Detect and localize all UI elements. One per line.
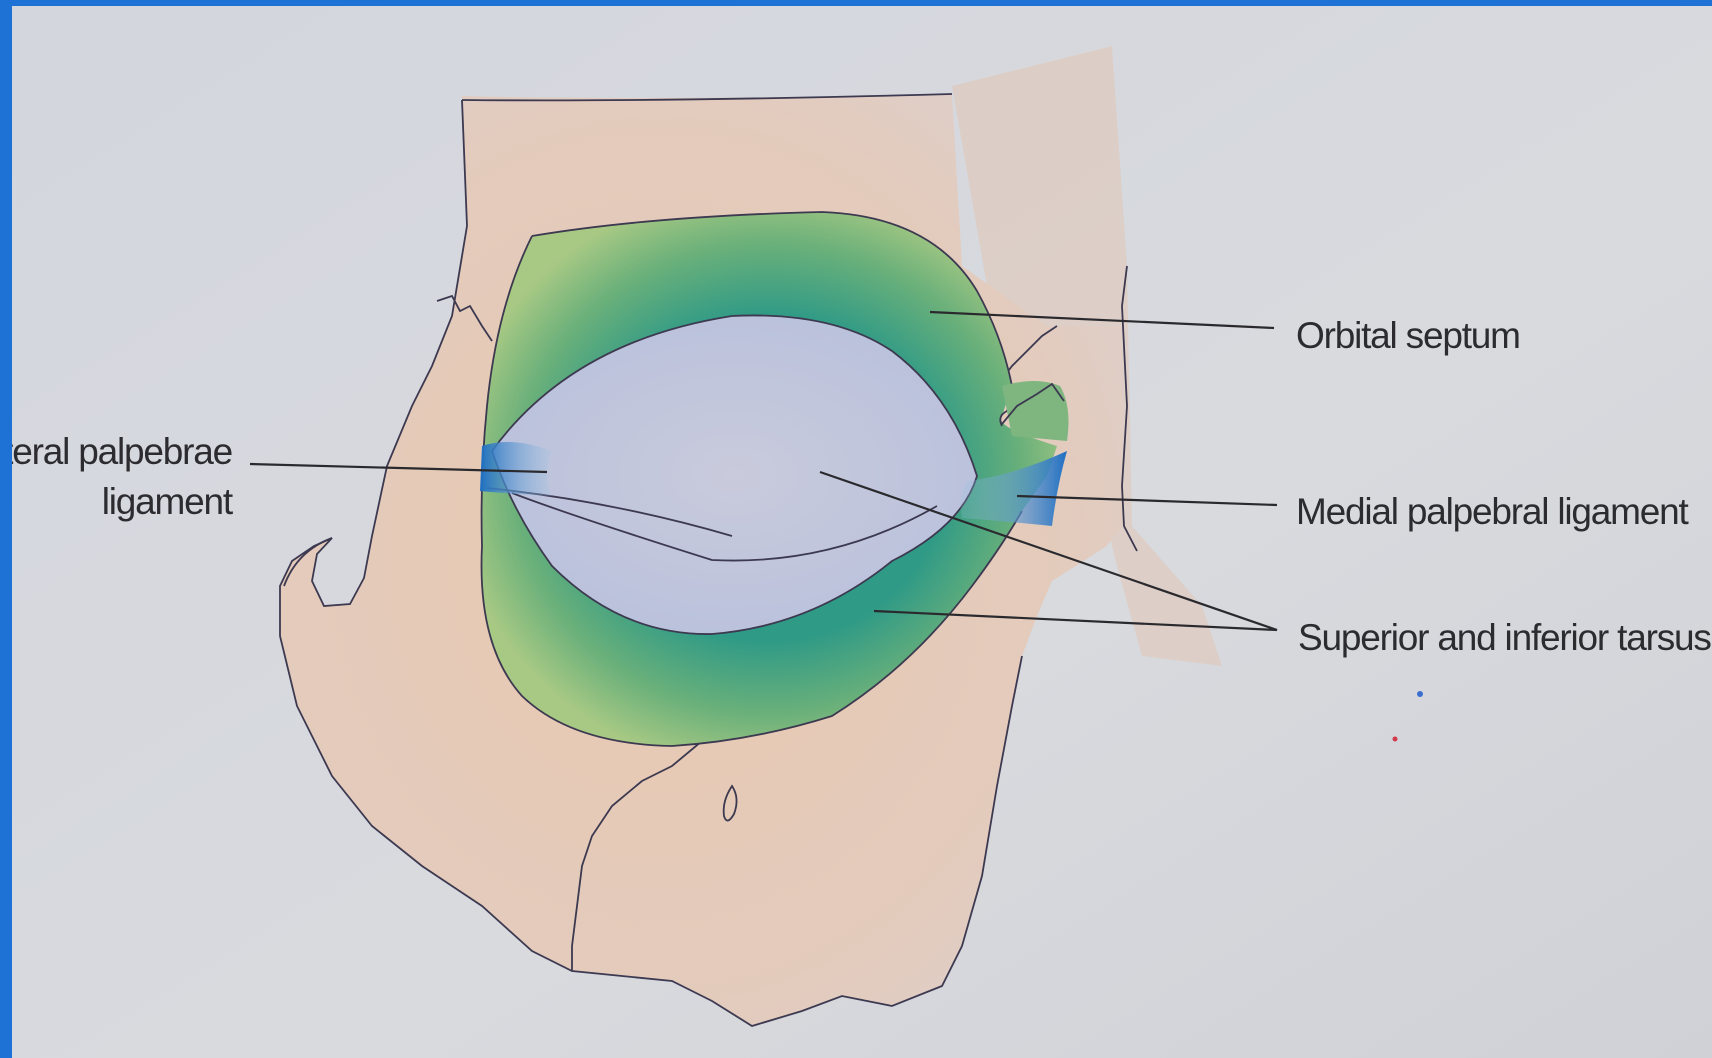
orbit-diagram: Orbital septum ateral palpebrae ligament… <box>12 6 1712 1058</box>
tarsus-region <box>492 315 977 635</box>
red-speck <box>1392 736 1398 742</box>
leader-tarsus-upper <box>819 470 1278 632</box>
leader-orbital-septum <box>929 310 1275 330</box>
figure-frame: Orbital septum ateral palpebrae ligament… <box>12 6 1712 1058</box>
label-medial-ligament: Medial palpebral ligament <box>1296 491 1690 532</box>
lateral-ligament <box>480 442 552 496</box>
leader-lateral-ligament <box>249 462 548 474</box>
skull-outline-left <box>279 99 1023 1027</box>
label-tarsus: Superior and inferior tarsus <box>1298 617 1711 658</box>
infraorbital-foramen <box>722 784 738 822</box>
label-lateral-ligament-line2: ligament <box>102 481 234 522</box>
upper-lid-margin <box>511 492 938 562</box>
zygomatic-hook <box>283 537 333 587</box>
skull-outline <box>461 93 953 102</box>
label-lateral-ligament-line1: ateral palpebrae <box>12 431 232 472</box>
suture-upper-left <box>436 294 493 342</box>
nasal-bone-line <box>1121 265 1138 552</box>
leader-tarsus-lower <box>873 609 1278 632</box>
suture-lower <box>571 740 703 971</box>
medial-ligament <box>960 451 1067 526</box>
label-orbital-septum: Orbital septum <box>1296 315 1520 356</box>
septum-notch-outline <box>1001 382 1065 425</box>
blue-speck <box>1417 691 1423 697</box>
septum-notch <box>1002 381 1069 441</box>
leader-medial-ligament <box>1016 494 1278 507</box>
